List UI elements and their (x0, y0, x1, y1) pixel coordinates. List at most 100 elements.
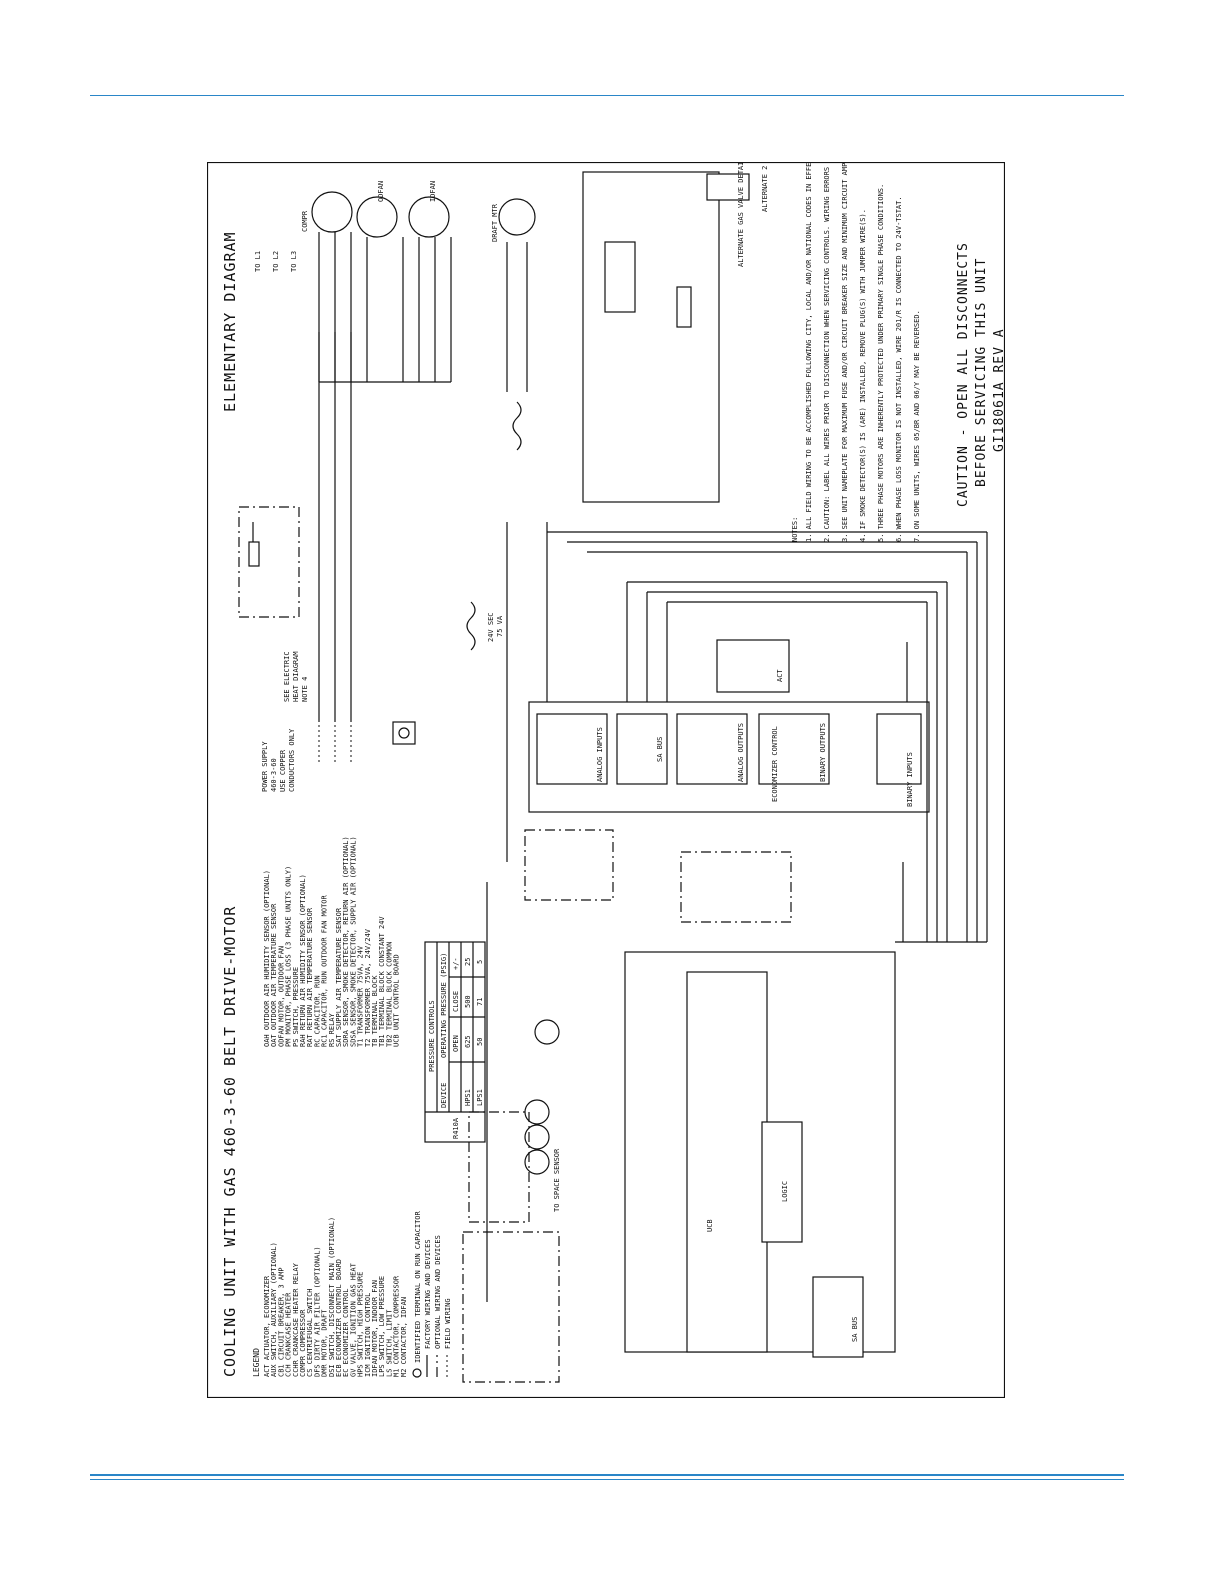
legend-item: PM MONITOR, PHASE LOSS (3 PHASE UNITS ON… (285, 866, 293, 1047)
legend-item: RS RELAY (328, 1012, 336, 1047)
ignition-control-region (582, 171, 720, 503)
transformer-sec-label: 24V SEC (487, 612, 495, 642)
actuator-block (716, 639, 790, 693)
logic-block (761, 1121, 803, 1243)
sa-bus-connector (812, 1276, 864, 1358)
legend-item: T2 TRANSFORMER 75VA, 24V/24V (364, 928, 372, 1047)
pressure-table-frame (424, 941, 486, 1143)
logic-label: LOGIC (781, 1181, 789, 1202)
notes-items: 1. ALL FIELD WIRING TO BE ACCOMPLISHED F… (805, 162, 921, 542)
legend-heading: LEGEND (252, 1348, 261, 1377)
pressure-row-lps1-tol: 5 (476, 960, 484, 964)
header-rule (90, 95, 1124, 96)
legend-item: CCH CRANKCASE HEATER (285, 1292, 293, 1377)
oah-rah-block (524, 829, 614, 901)
ground-lug (392, 721, 416, 745)
pressure-subheader-open: OPEN (452, 1035, 460, 1052)
legend-item: T1 TRANSFORMER 75VA, 24V (357, 945, 365, 1047)
note-item: 6. WHEN PHASE LOSS MONITOR IS NOT INSTAL… (895, 196, 903, 542)
legend-item: AUX SWITCH, AUXILIARY (OPTIONAL) (270, 1242, 278, 1377)
ucb-label: UCB (706, 1219, 714, 1232)
control-wires (486, 522, 988, 1302)
caution-line3: GI18061A REV A (992, 328, 1005, 452)
legend-item: EC ECONOMIZER CONTROL (342, 1288, 350, 1377)
legend-item: OAH OUTDOOR AIR HUMIDITY SENSOR (OPTIONA… (263, 870, 271, 1047)
note-item: 3. SEE UNIT NAMEPLATE FOR MAXIMUM FUSE A… (841, 162, 849, 542)
rat-sensor-icon (524, 1124, 550, 1150)
space-sensor-label: TO SPACE SENSOR (553, 1148, 561, 1212)
legend-item: DSI SWITCH, DISCONNECT MAIN (OPTIONAL) (328, 1217, 336, 1377)
note-item: 5. THREE PHASE MOTORS ARE INHERENTLY PRO… (877, 184, 885, 542)
ecb-sa-bus-label: SA BUS (656, 737, 664, 762)
alternate-gas-valve-detail (706, 173, 750, 201)
note-item: 1. ALL FIELD WIRING TO BE ACCOMPLISHED F… (805, 162, 813, 542)
pressure-table-title: PRESSURE CONTROLS (428, 1000, 436, 1072)
legend-item: SDSA SENSOR, SMOKE DETECTOR, SUPPLY AIR … (349, 836, 357, 1047)
legend-item: CS CENTRIFUGAL SWITCH (306, 1288, 314, 1377)
to-l1-label: TO L1 (254, 251, 262, 272)
pressure-row-hps1-open: 625 (464, 1035, 472, 1048)
power-supply-note1: USE COPPER (279, 749, 287, 792)
actuator-label: ACT (776, 669, 784, 682)
note-item: 2. CAUTION: LABEL ALL WIRES PRIOR TO DIS… (823, 162, 831, 542)
ecb-title: ECONOMIZER CONTROL (771, 726, 779, 802)
note-item: 4. IF SMOKE DETECTOR(S) IS (ARE) INSTALL… (859, 209, 867, 542)
odfan-motor-icon (356, 196, 398, 238)
legend-item: SAT SUPPLY AIR TEMPERATURE SENSOR (335, 907, 343, 1047)
crankcase-heater-block (238, 506, 300, 618)
wire-type-key: IDENTIFIED TERMINAL ON RUN CAPACITOR FAC… (412, 1210, 452, 1378)
ucb-board: LOGIC UCB SA BUS TO SPACE SENSOR (524, 951, 896, 1358)
draft-motor-label: DRAFT MTR (491, 203, 499, 242)
legend-item: PS SWITCH, PRESSURE (292, 967, 300, 1047)
power-supply-spec: 460-3-60 (270, 758, 278, 792)
legend-item: RC CAPACITOR, RUN (313, 975, 321, 1047)
legend-item: TB TERMINAL BLOCK (371, 975, 379, 1047)
legend-item: LPS SWITCH, LOW PRESSURE (378, 1276, 386, 1377)
pressure-row-lps1-close: 71 (476, 998, 484, 1006)
sat-sensor-icon (524, 1149, 550, 1175)
odfan-label: ODFAN (377, 181, 385, 202)
heat-diagram-label: HEAT DIAGRAM (292, 651, 300, 702)
legend-item: DFS DIRTY AIR FILTER (OPTIONAL) (313, 1246, 321, 1377)
legend-item: COMPR COMPRESSOR (299, 1309, 307, 1377)
alternate-2-gas-valve-label: ALTERNATE 2 GAS VALVE DETAIL (761, 162, 769, 212)
ucb-sa-bus-label: SA BUS (851, 1317, 859, 1342)
ec-sensor-icon (534, 1019, 560, 1045)
legend-item: RAH RETURN AIR HUMIDITY SENSOR (OPTIONAL… (299, 874, 307, 1047)
notes: NOTES: 1. ALL FIELD WIRING TO BE ACCOMPL… (791, 162, 921, 542)
legend-item: HPS SWITCH, HIGH PRESSURE (357, 1272, 365, 1377)
legend-item: ICM IGNITION CONTROL (364, 1293, 372, 1377)
pressure-row-lps1-open: 50 (476, 1038, 484, 1046)
pressure-row-hps1-device: HPS1 (464, 1089, 472, 1106)
transformer-va-label: 75 VA (496, 615, 504, 637)
legend-item: UCB UNIT CONTROL BOARD (393, 954, 401, 1047)
legend-item: LS SWITCH, LIMIT (385, 1309, 393, 1377)
pressure-header-operating: OPERATING PRESSURE (PSIG) (440, 953, 448, 1058)
idfan-label: IDFAN (429, 181, 437, 202)
economizer-board: ANALOG INPUTS SA BUS ANALOG OUTPUTS BINA… (528, 639, 930, 813)
alternate-gas-valve-label: ALTERNATE GAS VALVE DETAIL (737, 162, 745, 267)
legend-item: M1 CONTACTOR, COMPRESSOR (393, 1275, 401, 1377)
pressure-switch-block (680, 851, 792, 923)
wire-type-terminal: IDENTIFIED TERMINAL ON RUN CAPACITOR (414, 1210, 422, 1363)
notes-heading: NOTES: (791, 517, 799, 542)
ecb-binary-inputs-label: BINARY INPUTS (906, 752, 914, 807)
pressure-row-lps1-device: LPS1 (476, 1089, 484, 1106)
caution-line1: CAUTION - OPEN ALL DISCONNECTS (956, 242, 971, 507)
legend-item: OAT OUTDOOR AIR TEMPERATURE SENSOR (270, 903, 278, 1047)
to-l2-label: TO L2 (272, 251, 280, 272)
terminal-symbol-icon (412, 1368, 422, 1378)
legend-item: TB2 TERMINAL BLOCK COMMON (385, 942, 393, 1047)
wire-type-field: FIELD WIRING (444, 1298, 452, 1349)
legend-item: IDFAN MOTOR, INDOOR FAN (371, 1280, 379, 1377)
ecb-binary-outputs-label: BINARY OUTPUTS (819, 723, 827, 782)
pressure-subheader-close: CLOSE (452, 991, 460, 1012)
ecb-analog-outputs-label: ANALOG OUTPUTS (737, 723, 745, 782)
compressor-motor-icon (311, 191, 353, 233)
sensor-optional-block (468, 1111, 530, 1223)
legend-item: DMR MOTOR, DRAFT (321, 1309, 329, 1377)
pressure-table: R410A PRESSURE CONTROLS DEVICE OPERATING… (424, 941, 486, 1143)
smoke-detector-block (462, 1231, 560, 1383)
